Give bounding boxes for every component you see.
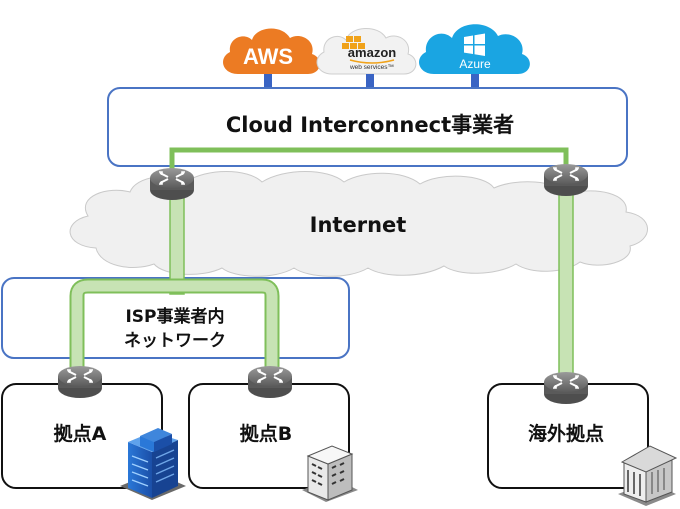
internet-cloud: Internet [69,171,648,277]
amazon-cloud-shape [316,28,417,75]
site-b-label: 拠点B [240,422,292,445]
aws-cloud: AWS [223,28,320,74]
router-icon-interconnect-right [543,163,589,197]
office-tower-icon [120,428,186,500]
network-links [69,147,574,377]
aws-label: AWS [243,44,293,69]
aws-cloud-shape [223,28,320,74]
amazon-word: amazon [348,45,396,60]
amazon-boxes-icon [342,36,365,49]
interconnect-box: Cloud Interconnect事業者 [107,87,628,167]
isp-label-line1: ISP事業者内 [125,306,224,327]
bank-building-icon [618,445,678,506]
azure-connector [471,74,479,88]
azure-label: Azure [459,57,491,71]
link-interconnect-overseas [558,189,574,377]
amazon-connector [366,74,374,88]
amazon-smile-icon [349,59,395,64]
router-icon-interconnect-left [149,167,195,201]
site-overseas-label: 海外拠点 [528,422,604,445]
site-overseas-box: 海外拠点 [487,383,649,489]
azure-cloud: Azure [419,24,530,74]
site-a-label: 拠点A [54,422,107,445]
isp-text-backdrop [100,300,250,352]
interconnect-link [169,147,569,170]
router-icon-overseas [543,371,589,405]
amazon-sub: web services™ [349,64,394,71]
amazon-web-services-cloud: amazon web services™ [316,28,417,75]
router-icon-site-a [57,365,103,399]
building-icon [302,445,358,502]
interconnect-label: Cloud Interconnect事業者 [226,113,514,137]
aws-connector [264,74,272,88]
isp-link-inner [71,280,278,368]
windows-logo-icon [464,33,485,56]
isp-label-line2: ネットワーク [124,331,226,351]
azure-cloud-shape [419,24,530,74]
internet-label: Internet [310,213,407,237]
router-icon-site-b [247,365,293,399]
